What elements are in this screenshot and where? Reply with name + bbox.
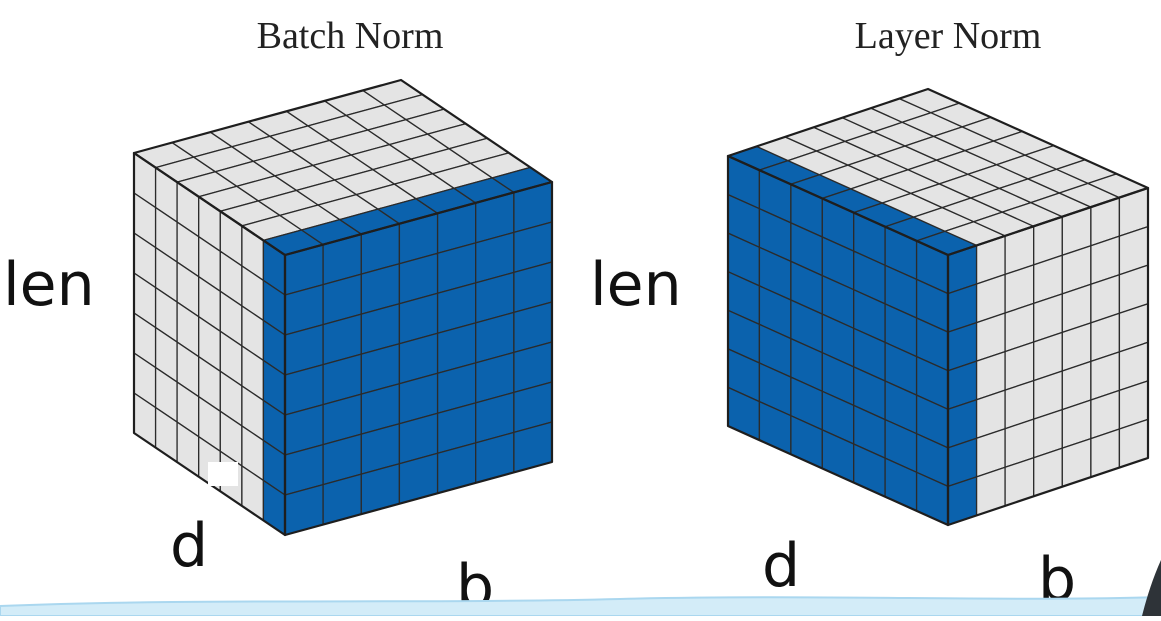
batch-norm-cube [132, 78, 554, 537]
batch-norm-d-label: d [170, 511, 208, 581]
layer-norm-d-label: d [762, 531, 800, 601]
batch-norm-left-outline [132, 151, 287, 537]
layer-norm-cube [726, 87, 1150, 527]
layer-norm-left-outline [726, 154, 950, 527]
layer-norm-len-label: len [590, 250, 682, 320]
label-backdrop [208, 462, 238, 486]
corner-decorative-shape [1142, 560, 1161, 616]
batch-norm-panel: Batch Norm len d b [3, 15, 554, 621]
layer-norm-title: Layer Norm [855, 15, 1042, 57]
batch-norm-title: Batch Norm [257, 15, 444, 57]
layer-norm-panel: Layer Norm len d b [590, 15, 1150, 615]
bottom-decorative-band [0, 595, 1161, 617]
batch-norm-len-label: len [3, 250, 95, 320]
